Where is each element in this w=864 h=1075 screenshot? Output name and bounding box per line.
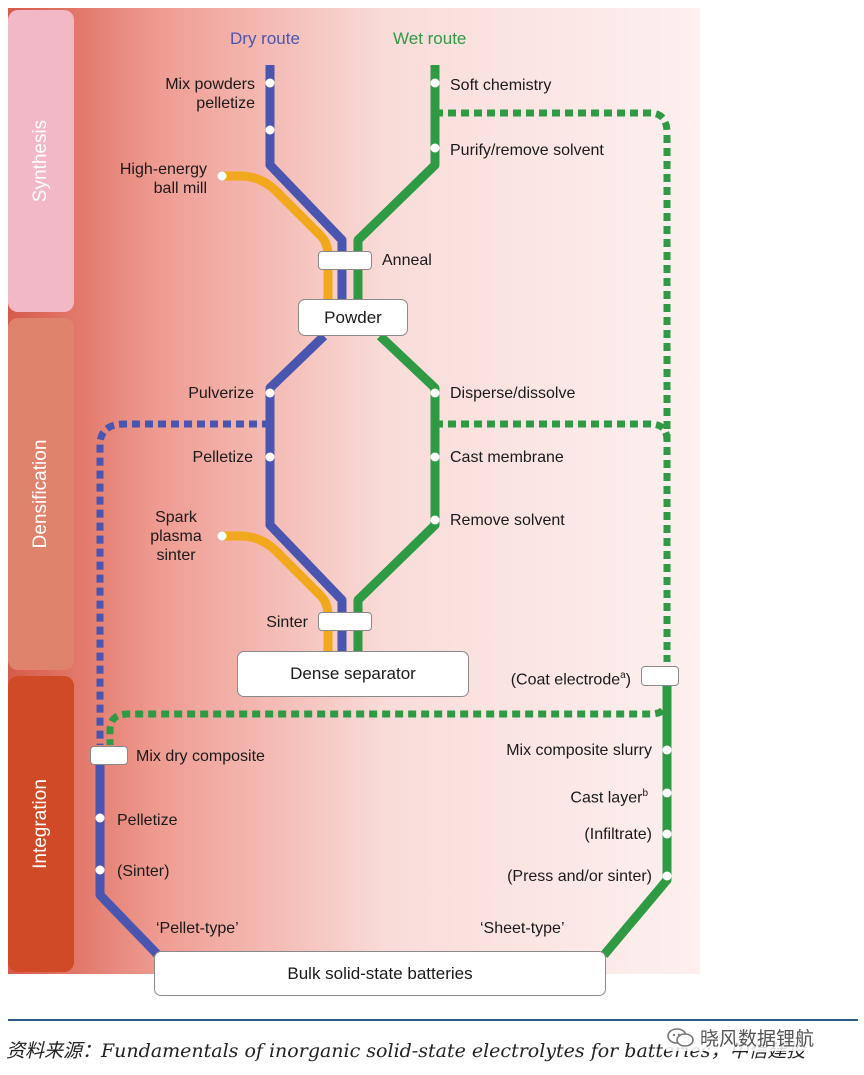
mix-dry-composite-label: Mix dry composite — [136, 748, 265, 765]
stop-dot — [430, 515, 440, 525]
stop-dot — [95, 865, 105, 875]
mix-dry-station — [90, 746, 128, 765]
sps-label: Spark plasma sinter — [150, 509, 202, 564]
wet-dashed-top — [435, 109, 671, 662]
wet-line-integration — [600, 686, 672, 958]
cast-layer-label: Cast layerb — [570, 784, 648, 807]
dry-line-synthesis — [265, 65, 347, 300]
wet-route-label: Wet route — [393, 29, 467, 48]
dry-route-label: Dry route — [230, 29, 300, 48]
pellet-type-label: ‘Pellet-type’ — [156, 920, 239, 937]
cast-membrane-label: Cast membrane — [450, 449, 564, 466]
coat-station — [641, 666, 679, 686]
stop-dot — [662, 871, 672, 881]
anneal-label: Anneal — [382, 252, 432, 269]
purify-label: Purify/remove solvent — [450, 142, 604, 159]
sheet-type-label: ‘Sheet-type’ — [480, 920, 565, 937]
stop-dot — [265, 78, 275, 88]
phase-integration: Integration — [8, 676, 74, 972]
dry-line-densification — [265, 332, 347, 652]
coat-electrode-close: ) — [625, 671, 631, 689]
stop-dot — [430, 78, 440, 88]
powder-box: Powder — [298, 299, 408, 336]
cast-layer-sup: b — [642, 788, 648, 799]
wet-line-densification — [353, 332, 440, 652]
wechat-icon — [667, 1028, 694, 1047]
dry-line-integration — [95, 765, 162, 959]
stop-dot — [662, 788, 672, 798]
wet-line-synthesis — [353, 65, 440, 300]
stop-dot — [265, 452, 275, 462]
mix-slurry-label: Mix composite slurry — [506, 742, 652, 759]
dense-separator-box: Dense separator — [237, 651, 469, 697]
diagram-panel — [8, 8, 700, 974]
disperse-label: Disperse/dissolve — [450, 385, 576, 402]
coat-electrode-label: (Coat electrodea) — [511, 666, 631, 689]
soft-chemistry-label: Soft chemistry — [450, 77, 552, 94]
stop-dot — [217, 531, 227, 541]
press-sinter-label: (Press and/or sinter) — [507, 868, 652, 885]
anneal-station — [318, 251, 372, 270]
phase-densification: Densification — [8, 318, 74, 670]
pelletize-2-label: Pelletize — [117, 812, 178, 829]
stop-dot — [662, 745, 672, 755]
sinter-label: Sinter — [266, 614, 308, 631]
coat-electrode-sup: a — [620, 670, 626, 681]
source-caption: 资料来源：Fundamentals of inorganic solid-sta… — [6, 1040, 806, 1062]
sinter-optional-label: (Sinter) — [117, 863, 170, 880]
pelletize-label: Pelletize — [192, 449, 253, 466]
alt-line-densification — [222, 531, 333, 652]
stop-dot — [265, 125, 275, 135]
pulverize-label: Pulverize — [188, 385, 254, 402]
cast-layer-text: Cast layer — [570, 789, 643, 807]
remove-solvent-label: Remove solvent — [450, 512, 565, 529]
stop-dot — [430, 143, 440, 153]
stop-dot — [217, 171, 227, 181]
mix-powders-label: Mix powders pelletize — [165, 76, 255, 112]
stop-dot — [95, 813, 105, 823]
bulk-batteries-box: Bulk solid-state batteries — [154, 951, 606, 996]
sinter-station — [318, 612, 372, 631]
wet-dashed-mid — [435, 420, 671, 441]
stop-dot — [430, 452, 440, 462]
ball-mill-label: High-energy ball mill — [119, 161, 207, 197]
infiltrate-label: (Infiltrate) — [584, 826, 652, 843]
coat-electrode-text: (Coat electrode — [510, 671, 621, 689]
dry-dashed — [96, 420, 270, 745]
alt-line-synthesis — [222, 171, 333, 300]
watermark-text: 晓风数据锂航 — [700, 1029, 815, 1050]
stop-dot — [430, 388, 440, 398]
footer-rule — [8, 1019, 858, 1021]
phase-synthesis: Synthesis — [8, 10, 74, 312]
stop-dot — [662, 829, 672, 839]
stop-dot — [265, 388, 275, 398]
